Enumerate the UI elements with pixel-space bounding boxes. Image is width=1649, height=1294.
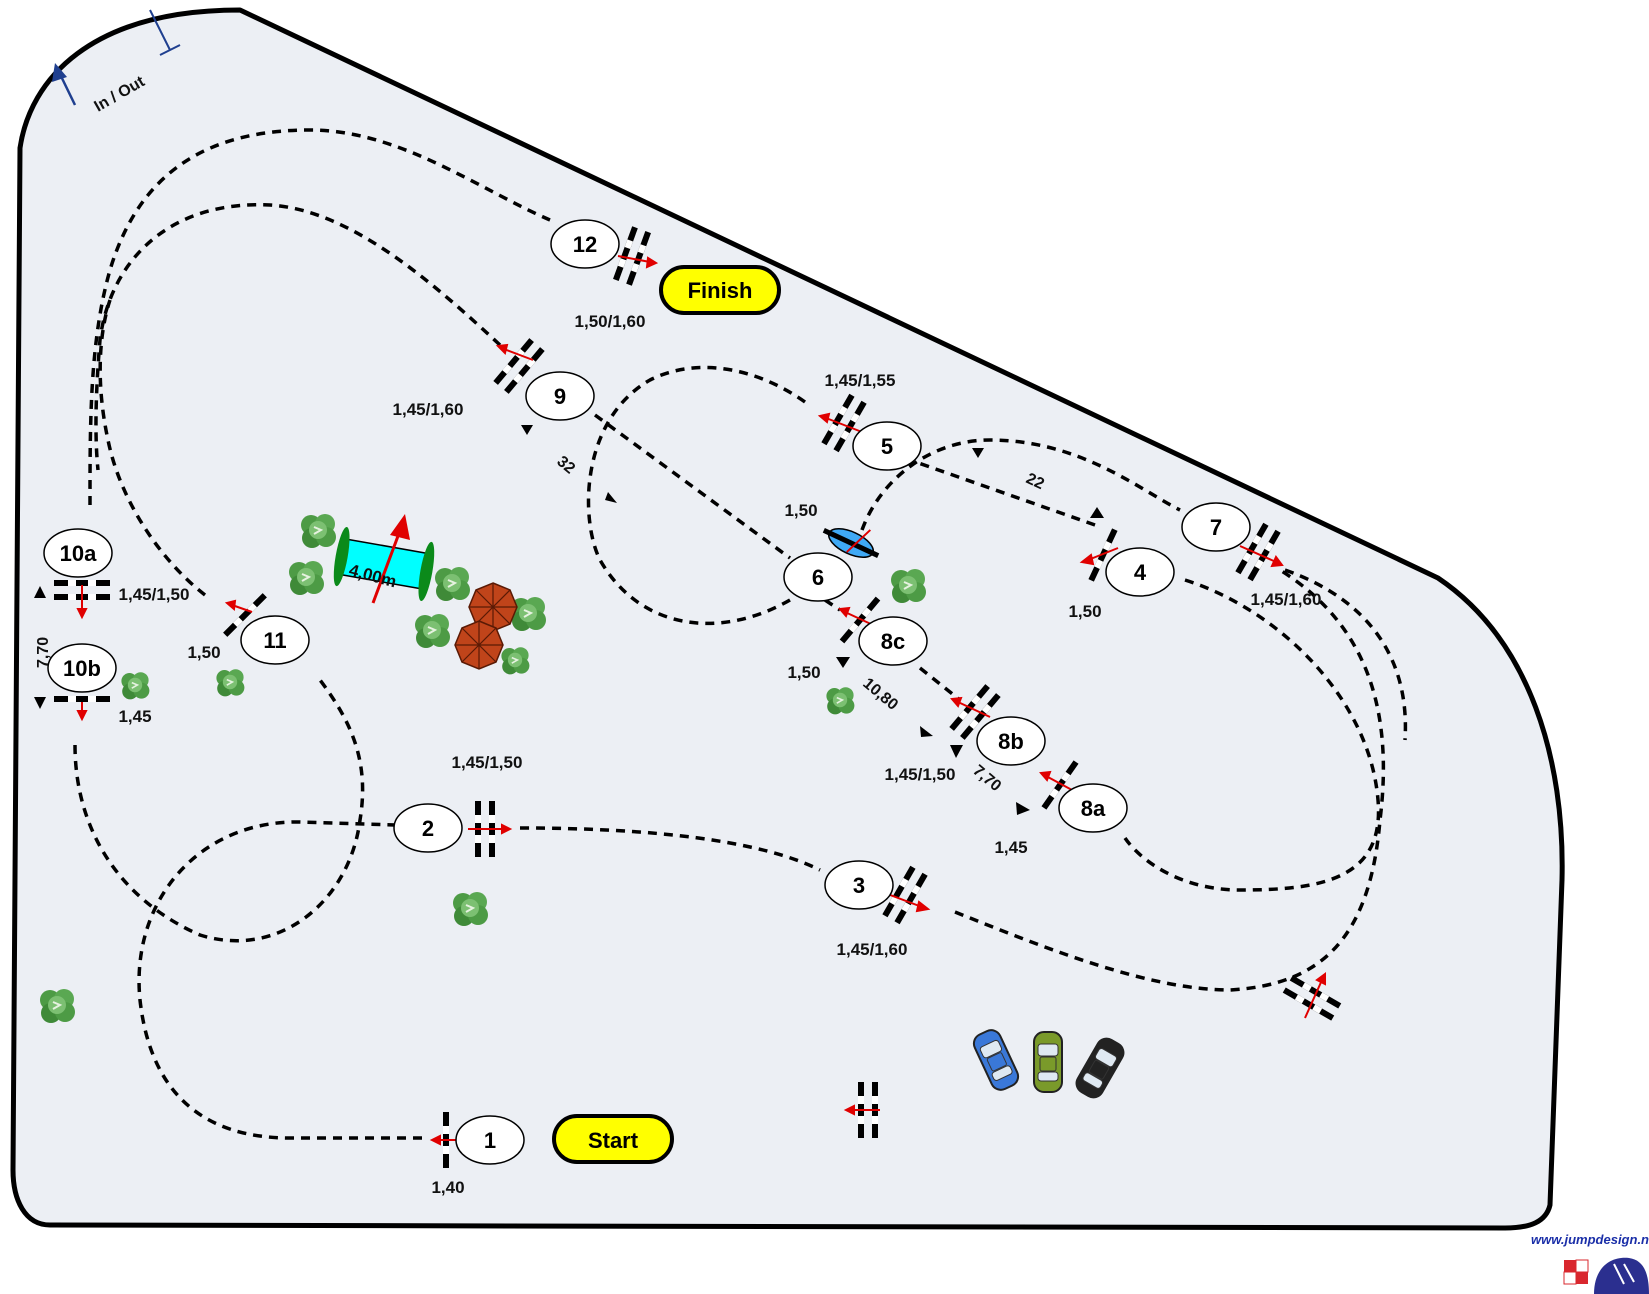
fence-number-8c: 8c [881, 629, 905, 654]
fence-number-10a: 10a [60, 541, 97, 566]
fence-height-7: 1,45/1,60 [1251, 590, 1322, 609]
fence-number-8a: 8a [1081, 796, 1106, 821]
fence-height-4: 1,50 [1068, 602, 1101, 621]
fence-height-11: 1,50 [187, 643, 220, 662]
liverpool-6 [822, 528, 880, 558]
fence-number-1: 1 [484, 1128, 496, 1153]
start-badge [552, 1114, 674, 1164]
finish-label: Finish [688, 278, 753, 303]
entrance-gate [52, 9, 181, 106]
fence-height-12: 1,50/1,60 [575, 312, 646, 331]
fence-height-3: 1,45/1,60 [837, 940, 908, 959]
fence-height-8a: 1,45 [994, 838, 1027, 857]
fence-height-8c: 1,50 [787, 663, 820, 682]
fence-height-6: 1,50 [784, 501, 817, 520]
fence-number-8b: 8b [998, 729, 1024, 754]
fence-number-4: 4 [1134, 560, 1147, 585]
fence-height-2: 1,45/1,50 [452, 753, 523, 772]
fence-number-9: 9 [554, 384, 566, 409]
jumpdesign-logo [1554, 1254, 1649, 1294]
finish-badge [659, 265, 781, 315]
fence-height-10b: 1,45 [118, 707, 151, 726]
course-track [73, 128, 1408, 1140]
fence-number-5: 5 [881, 434, 893, 459]
fence-number-2: 2 [422, 816, 434, 841]
fence-number-10b: 10b [63, 656, 101, 681]
fence-height-5: 1,45/1,55 [825, 371, 896, 390]
fence-height-10a: 1,45/1,50 [119, 585, 190, 604]
website-credit: www.jumpdesign.n [1531, 1232, 1649, 1247]
fence-height-8b: 1,45/1,50 [885, 765, 956, 784]
fence-number-11: 11 [263, 628, 286, 653]
fence-height-9: 1,45/1,60 [393, 400, 464, 419]
fence-10b [54, 696, 110, 702]
distance-5-4: 22 [1023, 470, 1046, 493]
fence-number-ovals [43, 219, 1251, 1165]
fence-number-6: 6 [812, 565, 824, 590]
water-jump-arrow [371, 514, 410, 604]
fence-number-3: 3 [853, 873, 865, 898]
start-label: Start [588, 1128, 639, 1153]
fence-number-7: 7 [1210, 515, 1222, 540]
distance-10a-10b: 7,70 [35, 637, 52, 668]
direction-arrows [34, 425, 1104, 815]
jump-direction-arrows [76, 255, 1326, 1146]
fence-height-1: 1,40 [431, 1178, 464, 1197]
water-jump [333, 526, 435, 602]
arena-boundary [10, 7, 1565, 1231]
fence-number-12: 12 [573, 232, 597, 257]
